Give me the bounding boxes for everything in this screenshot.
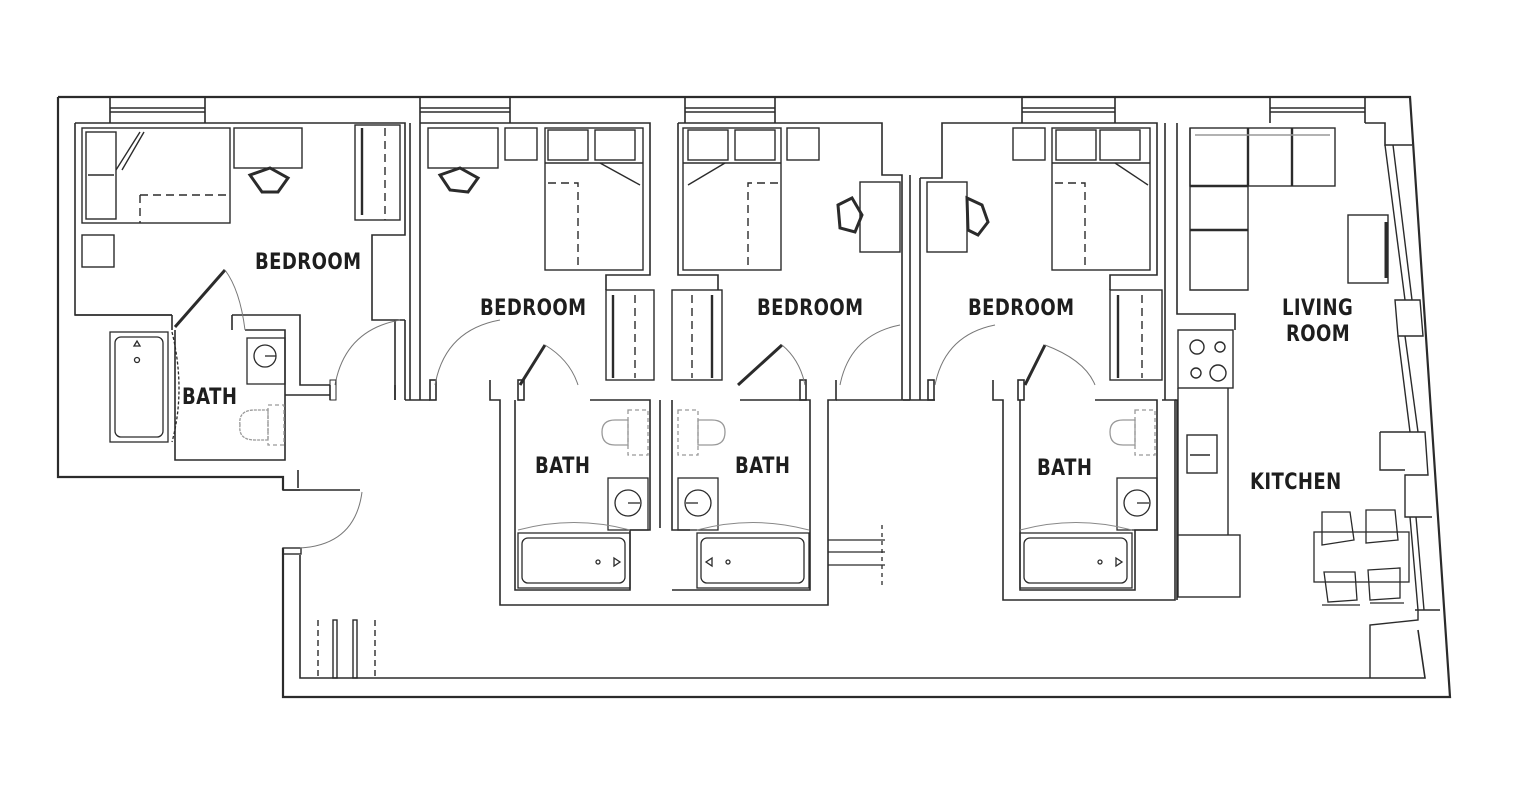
bedroom-4-walls (903, 122, 1176, 601)
bath-2-fixtures (434, 319, 649, 589)
bed-4 (1012, 127, 1151, 271)
closet-2 (605, 289, 655, 381)
sofa (1189, 127, 1336, 291)
tv-stand (1347, 214, 1389, 284)
room-label-bedroom-3: BEDROOM (757, 296, 864, 321)
kitchen-counter (1177, 329, 1241, 598)
closet-4 (1109, 289, 1163, 381)
bed-1 (81, 127, 231, 268)
desk-2 (427, 127, 499, 194)
exterior-walls (56, 95, 1452, 699)
bath-4-fixtures (934, 324, 1158, 589)
room-label-bath-1: BATH (182, 385, 238, 410)
room-label-bath-2: BATH (535, 454, 591, 479)
bath-3-fixtures (677, 324, 901, 589)
bedroom-2-walls (405, 122, 837, 606)
bed-3 (682, 127, 820, 271)
room-label-bath-4: BATH (1037, 456, 1093, 481)
room-label-bath-3: BATH (735, 454, 791, 479)
room-label-bedroom-4: BEDROOM (968, 296, 1075, 321)
entry-door (282, 489, 363, 555)
desk-4 (926, 181, 990, 253)
closet-entry (317, 619, 376, 679)
bedroom-1-walls (75, 314, 406, 491)
dining-set (1313, 509, 1410, 606)
entry-door-bedroom-1 (329, 319, 401, 401)
bed-2 (504, 127, 644, 271)
room-label-bedroom-1: BEDROOM (255, 250, 362, 275)
room-label-living-room-line1: LIVING (1282, 296, 1354, 321)
closet-3 (671, 289, 723, 381)
closet-1 (354, 124, 401, 221)
bedroom-3-walls (659, 122, 910, 591)
desk-3 (836, 181, 901, 253)
bath-1-fixtures (109, 269, 286, 446)
windows-right (1369, 144, 1440, 678)
room-label-bedroom-2: BEDROOM (480, 296, 587, 321)
windows-top (109, 97, 1412, 146)
desk-1 (233, 127, 303, 194)
living-kitchen-walls (1164, 123, 1236, 600)
room-label-living-room-line2: ROOM (1286, 322, 1351, 347)
room-label-kitchen: KITCHEN (1250, 470, 1342, 495)
